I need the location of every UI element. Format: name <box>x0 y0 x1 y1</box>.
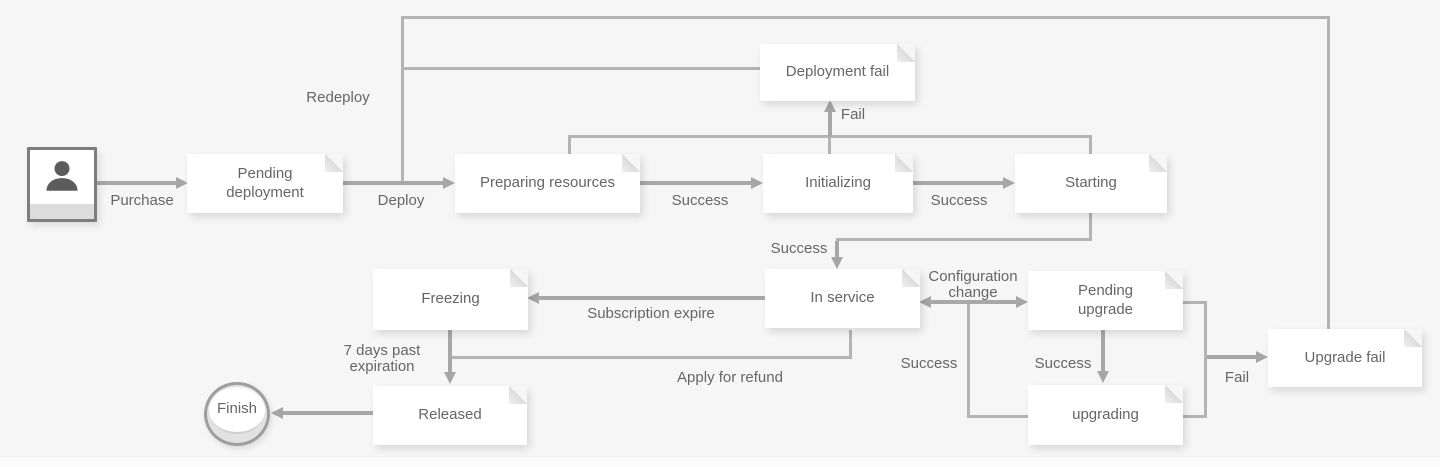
node-upgrading: upgrading <box>1028 385 1183 445</box>
node-label: Starting <box>1065 174 1117 192</box>
node-initializing: Initializing <box>763 154 913 213</box>
edge-fail-up-arrow <box>828 112 832 137</box>
edge-label-configuration-change: Configuration change <box>928 268 1018 301</box>
node-user <box>27 147 97 222</box>
node-finish: Finish <box>204 382 270 446</box>
edge-label-days-past-expiration: 7 days past expiration <box>343 342 421 375</box>
edge-upgrading-success-vertical <box>967 301 970 418</box>
edge-deployment-fail-left-line <box>401 67 760 70</box>
arrowhead-right-icon <box>1003 177 1015 189</box>
node-in-service: In service <box>765 269 920 328</box>
edge-subscription-expire-arrow <box>539 296 765 300</box>
edge-in-service-down-arrow <box>835 241 839 259</box>
edge-label-fail-upgrade: Fail <box>1224 369 1250 386</box>
node-label: Preparing resources <box>479 174 616 192</box>
edge-fail-stub-starting <box>1089 135 1092 155</box>
edge-label-fail-deployment: Fail <box>840 106 866 123</box>
node-label: Freezing <box>421 290 480 308</box>
node-freezing: Freezing <box>373 269 528 330</box>
node-label: upgrading <box>1072 405 1139 423</box>
edge-upgrading-rail-stub <box>1183 415 1207 418</box>
edge-deploy-arrow <box>343 181 444 185</box>
node-deployment-fail: Deployment fail <box>760 44 915 101</box>
user-icon <box>46 161 78 191</box>
node-released: Released <box>373 386 527 445</box>
node-label: Pending upgrade <box>1077 281 1134 318</box>
node-starting: Starting <box>1015 154 1167 213</box>
edge-purchase-arrow <box>97 181 177 185</box>
node-pending-upgrade: Pending upgrade <box>1028 271 1183 330</box>
edge-label-preparing-success: Success <box>671 192 729 209</box>
arrowhead-left-icon <box>271 407 283 419</box>
edge-released-finish-arrow <box>283 411 373 415</box>
arrowhead-up-icon <box>824 100 836 112</box>
edge-freezing-released-arrow <box>448 330 452 374</box>
arrowhead-left-icon <box>527 292 539 304</box>
edge-redeploy-top-line <box>401 16 1330 19</box>
node-label: Released <box>418 406 482 424</box>
node-preparing-resources: Preparing resources <box>455 154 640 213</box>
edge-starting-success-vertical <box>1089 213 1092 241</box>
node-label: Pending deployment <box>226 164 304 201</box>
node-pending-deployment: Pending deployment <box>187 154 343 213</box>
edge-redeploy-vertical-line <box>401 16 404 184</box>
arrowhead-right-icon <box>751 177 763 189</box>
edge-label-pending-upgrade-success: Success <box>1034 355 1092 372</box>
edge-upgrade-fail-vertical-line <box>1327 16 1330 330</box>
edge-refund-horizontal <box>449 356 852 359</box>
edge-label-deploy: Deploy <box>377 192 425 209</box>
arrowhead-down-icon <box>444 372 456 384</box>
edge-initializing-success-arrow <box>913 181 1004 185</box>
node-label: Initializing <box>805 174 871 192</box>
edge-label-starting-success: Success <box>770 240 828 257</box>
edge-preparing-success-arrow <box>640 181 752 185</box>
node-label: Deployment fail <box>785 63 890 81</box>
edge-fail-stub-initializing <box>828 135 831 155</box>
edge-upgrade-fail-arrow <box>1207 355 1257 359</box>
edge-configuration-change-arrow <box>931 300 1017 304</box>
edge-upgrade-fail-rail-vertical <box>1204 301 1207 418</box>
arrowhead-down-icon <box>831 257 843 269</box>
arrowhead-right-icon <box>1256 351 1268 363</box>
edge-starting-success-horizontal <box>836 238 1092 241</box>
actor-strip <box>30 204 94 219</box>
node-upgrade-fail: Upgrade fail <box>1268 329 1422 387</box>
arrowhead-right-icon <box>443 177 455 189</box>
node-label: Finish <box>216 400 257 418</box>
edge-label-initializing-success: Success <box>930 192 988 209</box>
edge-label-redeploy: Redeploy <box>306 89 370 106</box>
edge-pending-upgrade-success-arrow <box>1101 330 1105 373</box>
edge-pending-upgrade-rail-stub <box>1183 301 1207 304</box>
edge-refund-vertical <box>849 330 852 359</box>
arrowhead-down-icon <box>1097 371 1109 383</box>
edge-fail-stub-preparing <box>568 135 571 155</box>
edge-label-purchase: Purchase <box>110 192 174 209</box>
node-label: In service <box>810 289 875 307</box>
finish-cap: Finish <box>209 387 265 434</box>
node-label: Upgrade fail <box>1304 348 1386 366</box>
edge-label-upgrading-success: Success <box>900 355 958 372</box>
arrowhead-right-icon <box>176 177 188 189</box>
arrowhead-left-icon <box>919 296 931 308</box>
arrowhead-right-icon <box>1016 296 1028 308</box>
edge-upgrading-success-horizontal <box>967 415 1028 418</box>
edge-label-apply-for-refund: Apply for refund <box>677 369 783 386</box>
edge-label-subscription-expire: Subscription expire <box>587 305 715 322</box>
